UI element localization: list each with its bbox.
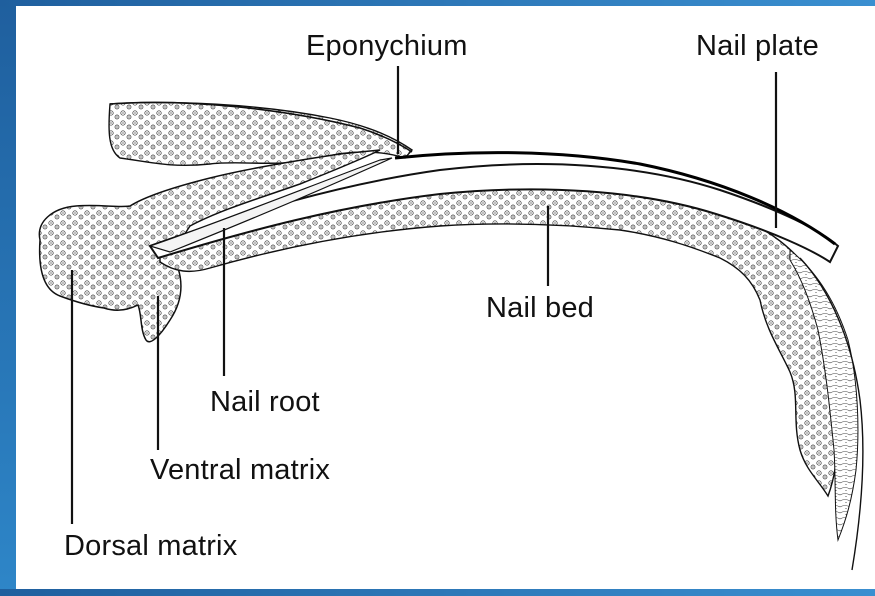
nail-bed-label: Nail bed [486, 294, 594, 323]
nail-root-label: Nail root [210, 388, 320, 417]
eponychium-label: Eponychium [306, 32, 468, 61]
ventral-matrix-label: Ventral matrix [150, 456, 330, 485]
nail-plate-label: Nail plate [696, 32, 819, 61]
nail-bed-tissue [160, 185, 838, 496]
dorsal-matrix-label: Dorsal matrix [64, 532, 237, 561]
